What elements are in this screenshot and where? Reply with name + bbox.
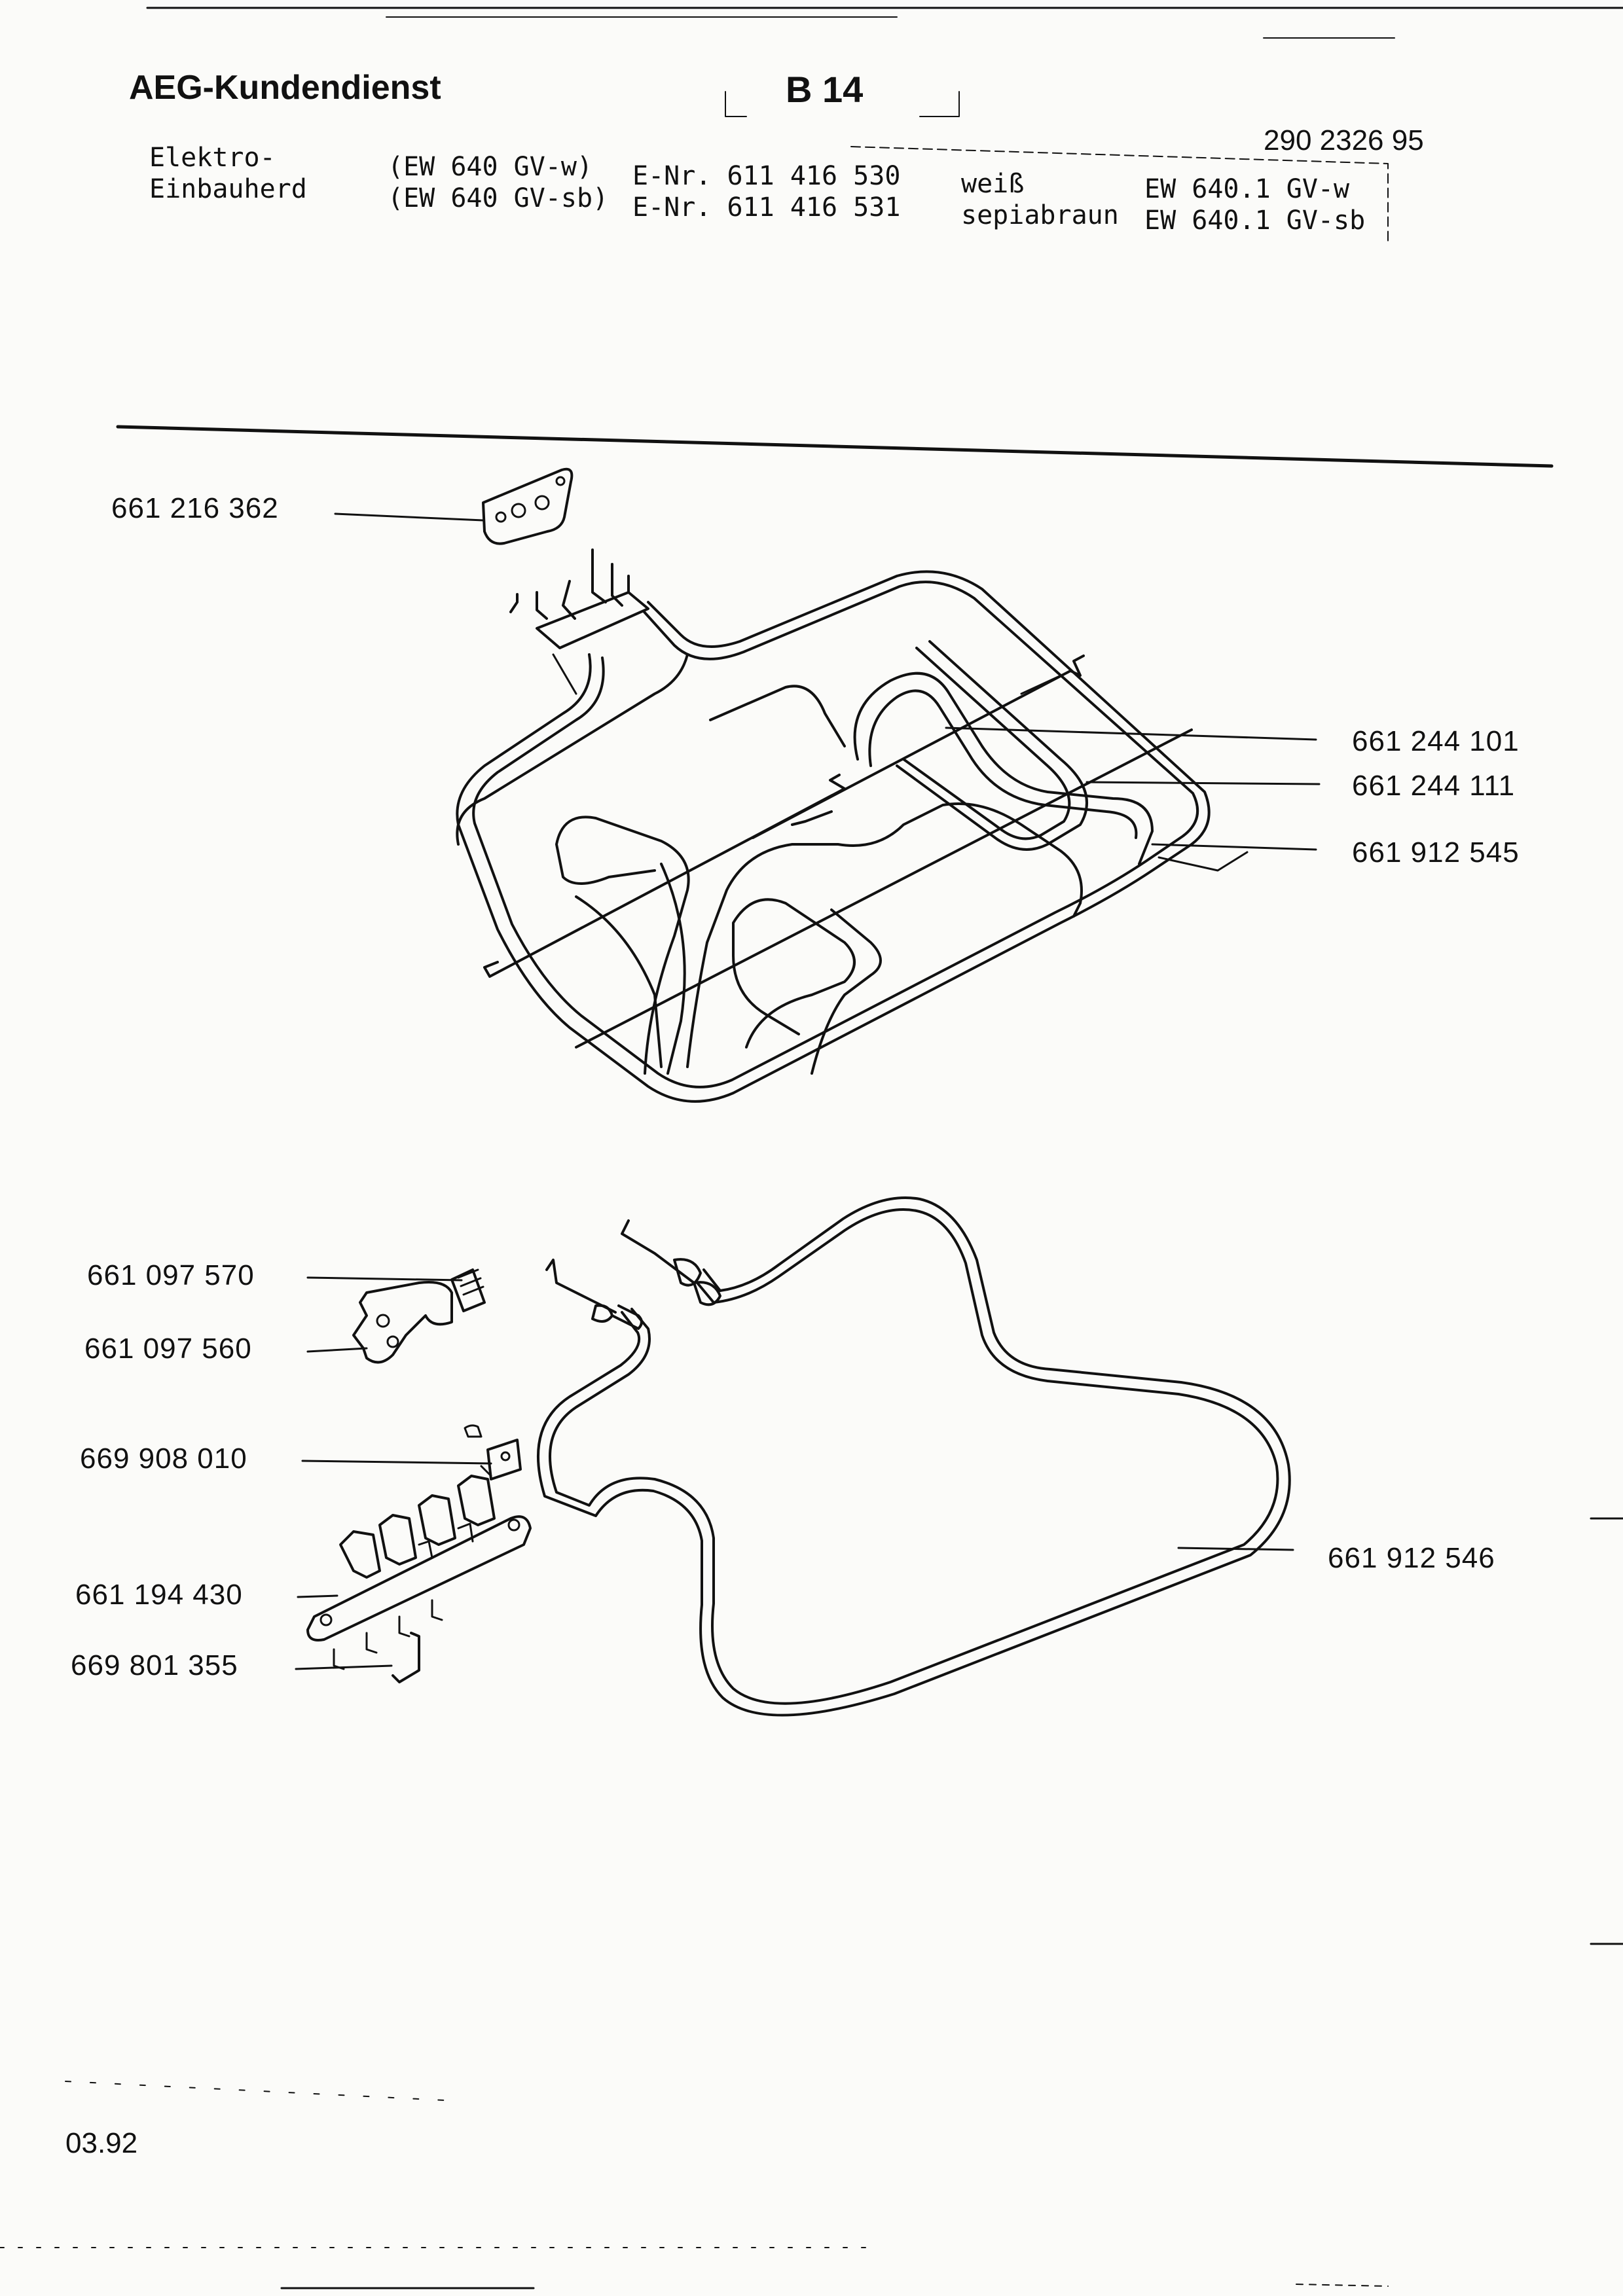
variant-enr: E-Nr. 611 416 530	[632, 161, 901, 191]
part-label: 661 194 430	[75, 1579, 243, 1611]
variant-type: EW 640.1 GV-w	[1144, 174, 1350, 204]
part-label: 669 801 355	[71, 1649, 238, 1681]
product-name-line1: Elektro-	[149, 143, 276, 173]
part-label: 661 244 101	[1352, 725, 1520, 757]
document-number: 290 2326 95	[1264, 124, 1424, 156]
bracket-left	[725, 91, 747, 117]
part-label: 661 912 545	[1352, 836, 1520, 869]
part-label: 661 244 111	[1352, 770, 1516, 802]
leader-661-244-111	[1085, 781, 1321, 785]
variant-type: EW 640.1 GV-sb	[1144, 206, 1366, 236]
part-label: 661 097 560	[84, 1333, 252, 1365]
leader-669-908-010	[301, 1460, 492, 1465]
leader-661-912-545	[1151, 843, 1317, 851]
clamp-part	[352, 1281, 453, 1364]
leader-661-244-101	[945, 726, 1317, 741]
variant-color: weiß	[961, 169, 1025, 199]
part-label: 661 097 570	[87, 1259, 255, 1291]
terminal-plate	[482, 467, 574, 545]
screw-part	[450, 1268, 486, 1312]
leader-661-097-560	[306, 1347, 368, 1353]
section-code: B 14	[786, 69, 864, 110]
leader-669-801-355	[295, 1664, 393, 1670]
leader-661-194-430	[297, 1594, 338, 1598]
bracket-part	[486, 1439, 522, 1480]
bracket-right	[919, 91, 960, 117]
variant-color: sepiabraun	[961, 200, 1119, 230]
variant-model: (EW 640 GV-w)	[388, 152, 593, 182]
variant-enr: E-Nr. 611 416 531	[632, 192, 901, 223]
terminal-block	[306, 1515, 532, 1641]
grill-heating-element	[334, 467, 1321, 1103]
part-label: 661 216 362	[111, 492, 279, 524]
leader-661-097-570	[306, 1276, 463, 1282]
leader-661-216-362	[334, 512, 484, 522]
product-name-line2: Einbauherd	[149, 174, 307, 204]
revision-date: 03.92	[65, 2127, 138, 2159]
variant-model: (EW 640 GV-sb)	[388, 183, 609, 213]
leader-661-912-546	[1177, 1547, 1294, 1551]
brand-title: AEG-Kundendienst	[129, 69, 441, 107]
section-divider	[116, 425, 1554, 468]
header-box	[850, 146, 1389, 243]
part-label: 669 908 010	[80, 1443, 247, 1475]
part-label: 661 912 546	[1328, 1542, 1495, 1574]
clip-part	[392, 1632, 420, 1683]
bottom-heating-element	[295, 1196, 1294, 1717]
